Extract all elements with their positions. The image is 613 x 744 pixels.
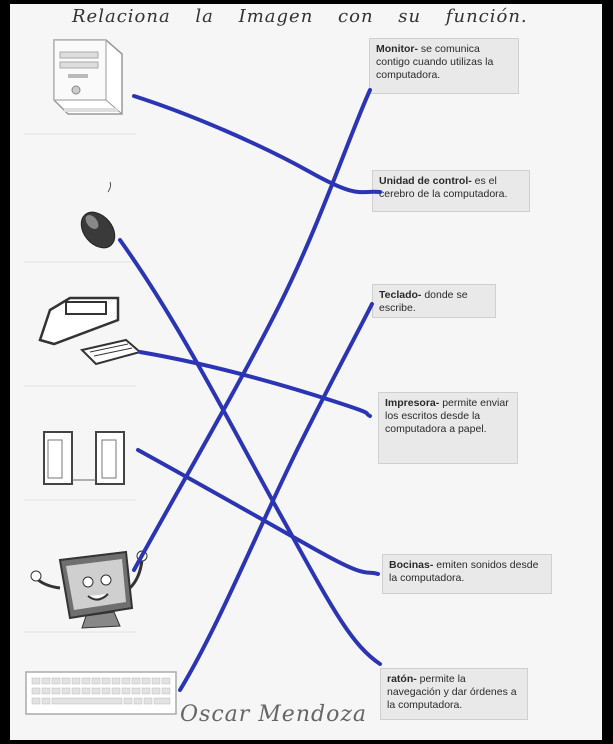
images-column	[24, 39, 177, 715]
function-box-bocinas: Bocinas- emiten sonidos desde la computa…	[382, 554, 552, 594]
keyboard-icon	[25, 671, 177, 715]
function-box-teclado: Teclado- donde se escribe.	[372, 284, 496, 318]
function-desc: permite enviar los escritos desde la com…	[385, 397, 509, 435]
function-box-monitor: Monitor- se comunica contigo cuando util…	[369, 38, 519, 94]
function-box-raton: ratón- permite la navegación y dar órden…	[380, 668, 528, 720]
mouse-icon	[80, 181, 116, 249]
function-term: ratón-	[387, 673, 417, 685]
function-desc: emiten sonidos desde la computadora.	[389, 559, 539, 584]
student-signature: Oscar Mendoza	[180, 702, 368, 727]
function-desc: es el cerebro de la computadora.	[379, 175, 508, 200]
line-cpu-to-unidad	[132, 94, 382, 195]
line-monitor-to-monitor-desc	[132, 88, 372, 572]
function-term: Impresora-	[385, 397, 440, 409]
function-desc: donde se escribe.	[379, 289, 468, 314]
matching-lines	[118, 88, 382, 692]
cpu-tower-icon	[53, 39, 123, 115]
line-speakers-to-bocinas	[136, 448, 380, 576]
speakers-icon	[43, 431, 125, 485]
function-desc: permite la navegación y dar órdenes a la…	[387, 673, 517, 711]
worksheet: Relaciona la Imagen con su función.	[10, 4, 602, 740]
line-keyboard-to-teclado	[178, 302, 374, 692]
function-box-unidad-de-control: Unidad de control- es el cerebro de la c…	[372, 170, 530, 212]
line-printer-to-impresora	[138, 350, 372, 418]
function-term: Bocinas-	[389, 559, 434, 571]
function-term: Teclado-	[379, 289, 422, 301]
function-box-impresora: Impresora- permite enviar los escritos d…	[378, 392, 518, 464]
worksheet-title: Relaciona la Imagen con su función.	[72, 6, 528, 27]
printer-icon	[38, 296, 143, 366]
line-mouse-to-raton	[118, 238, 382, 666]
function-desc: se comunica contigo cuando utilizas la c…	[376, 43, 494, 81]
function-term: Monitor-	[376, 43, 418, 55]
monitor-character-icon	[30, 550, 148, 629]
function-term: Unidad de control-	[379, 175, 472, 187]
